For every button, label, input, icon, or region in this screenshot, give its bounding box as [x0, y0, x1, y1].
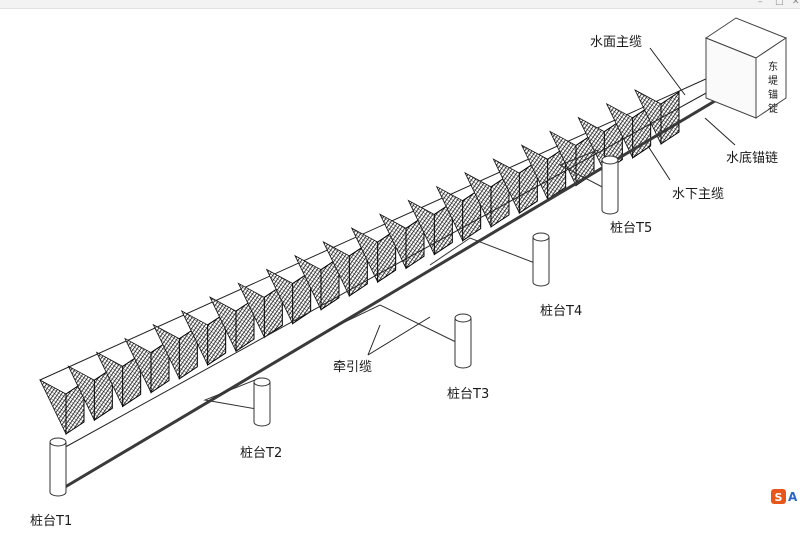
window-title-bar: – □ ✕ — [0, 0, 800, 9]
net-unit — [407, 199, 454, 256]
anchor-block-char-3: 锚 — [768, 89, 778, 101]
minimize-icon[interactable]: – — [758, 0, 763, 7]
leader-seabed-anchor-chain — [704, 117, 736, 146]
app-logo-icon: S A — [771, 489, 798, 504]
back-rail-cable — [39, 77, 709, 381]
label-pile-cap-t2: 桩台T2 — [240, 446, 282, 461]
pile-cap-t5 — [601, 155, 619, 215]
close-icon[interactable]: ✕ — [792, 0, 800, 7]
pile-cap-t4 — [532, 232, 550, 287]
net-unit — [520, 144, 567, 201]
label-pile-cap-t5: 桩台T5 — [610, 221, 652, 236]
traction-link-t3 — [327, 304, 463, 346]
leader-traction-cable-a — [367, 316, 431, 356]
net-unit — [605, 102, 652, 159]
label-underwater-main-cable: 水下主缆 — [672, 186, 724, 202]
label-pile-cap-t1: 桩台T1 — [30, 514, 72, 529]
anchor-block-char-1: 东 — [768, 60, 778, 73]
label-seabed-anchor-chain: 水底锚链 — [726, 150, 778, 166]
net-unit — [39, 379, 85, 436]
anchor-block-char-4: 锭 — [768, 102, 778, 115]
leader-underwater-main-cable — [647, 145, 671, 181]
leader-surface-main-cable — [649, 47, 686, 96]
label-traction-cable: 牵引缆 — [333, 359, 372, 375]
underwater-main-cable-line — [59, 90, 731, 492]
maximize-icon[interactable]: □ — [775, 0, 784, 7]
front-rail-cable — [59, 91, 709, 451]
net-frame — [660, 91, 680, 145]
net-unit — [379, 213, 425, 270]
pile-cap-t2 — [253, 377, 271, 427]
traction-link-t4 — [429, 237, 541, 266]
logo-a-letter: A — [788, 490, 798, 504]
logo-s-badge — [771, 489, 786, 504]
pile-cap-t3 — [454, 313, 472, 369]
label-pile-cap-t4: 桩台T4 — [540, 304, 582, 319]
leader-traction-cable-b — [367, 324, 381, 356]
traction-link-t2 — [203, 377, 263, 411]
net-unit — [294, 254, 340, 311]
traction-link-t5 — [558, 149, 609, 191]
traction-cable-links — [203, 149, 609, 411]
label-pile-cap-t3: 桩台T3 — [447, 387, 489, 402]
net-unit — [124, 337, 170, 394]
anchor-block-char-2: 堤 — [768, 75, 778, 87]
logo-s-letter: S — [775, 491, 783, 504]
pile-cap-t1 — [49, 437, 67, 497]
net-unit — [237, 282, 284, 339]
east-dike-anchor-block: 东 堤 锚 锭 — [704, 17, 788, 119]
label-surface-main-cable: 水面主缆 — [590, 34, 642, 50]
net-unit — [265, 268, 312, 325]
net-unit — [435, 185, 482, 242]
